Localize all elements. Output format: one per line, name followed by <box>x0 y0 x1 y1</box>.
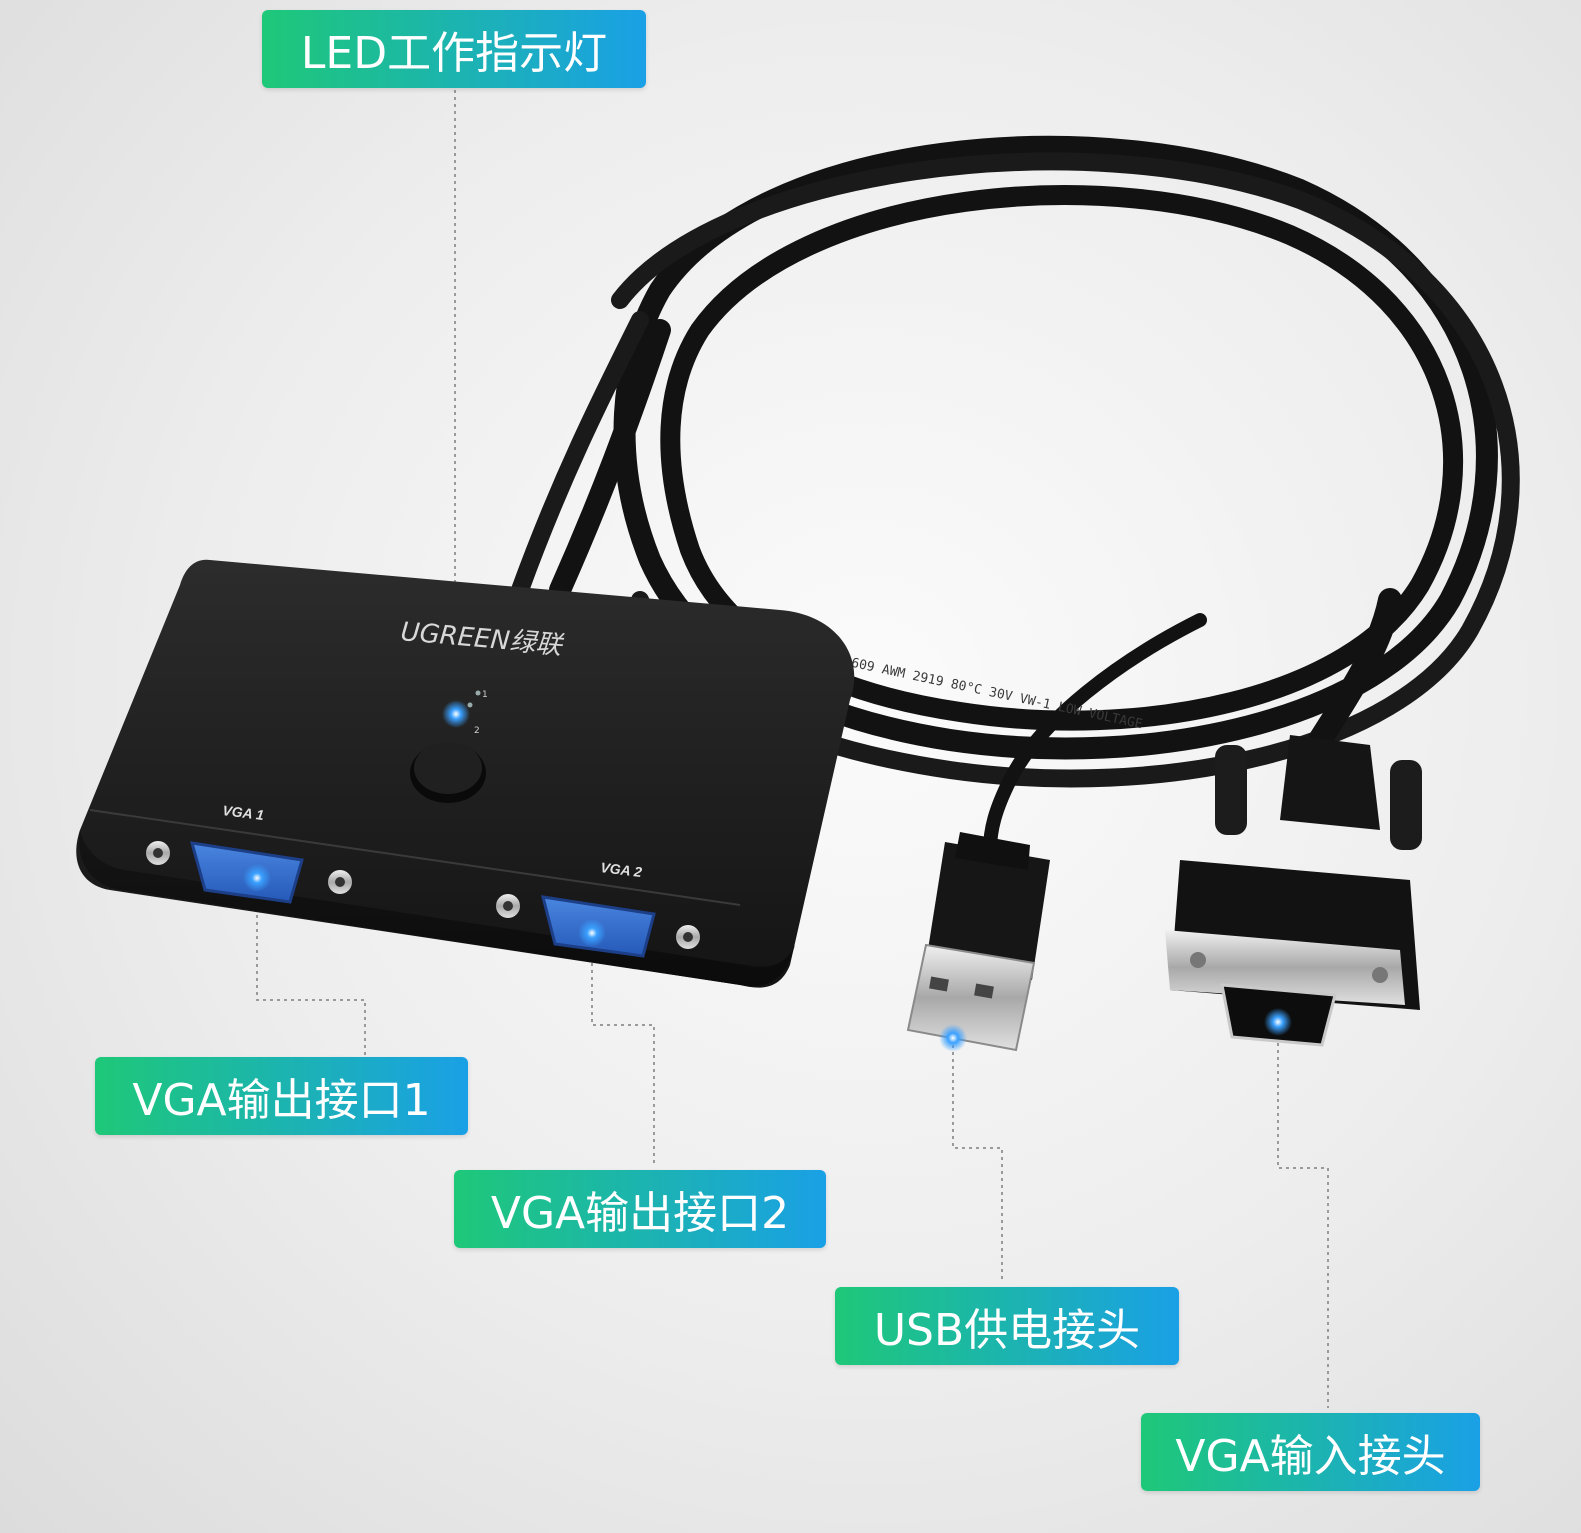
led-1-dot <box>475 690 481 696</box>
label-vga-output-2: VGA输出接口2 <box>454 1170 826 1248</box>
switch-device: UGREEN绿联 1 2 VGA 1 VGA 2 <box>76 559 855 988</box>
leader-vga-out-2 <box>591 935 655 1165</box>
label-vga-input: VGA输入接头 <box>1141 1413 1480 1491</box>
leader-vga-in <box>1277 1022 1329 1408</box>
led-glow <box>442 700 470 728</box>
led-2-dot <box>467 702 473 708</box>
vga-port-2-label: VGA 2 <box>600 859 643 880</box>
vga-input-connector <box>1165 735 1422 1047</box>
vga-cable <box>511 135 1520 857</box>
label-vga-output-1: VGA输出接口1 <box>95 1057 468 1135</box>
usb-connector <box>906 832 1050 1052</box>
led-mark-1: 1 <box>482 690 488 700</box>
vga-port-1: VGA 1 <box>146 802 352 904</box>
leader-usb <box>952 1038 1003 1283</box>
vga-port-2: VGA 2 <box>496 859 700 958</box>
label-usb-power: USB供电接头 <box>835 1287 1179 1365</box>
vga-port-1-label: VGA 1 <box>222 802 265 823</box>
led-mark-2: 2 <box>474 726 480 736</box>
label-led-indicator: LED工作指示灯 <box>262 10 646 88</box>
switch-button <box>410 742 486 803</box>
